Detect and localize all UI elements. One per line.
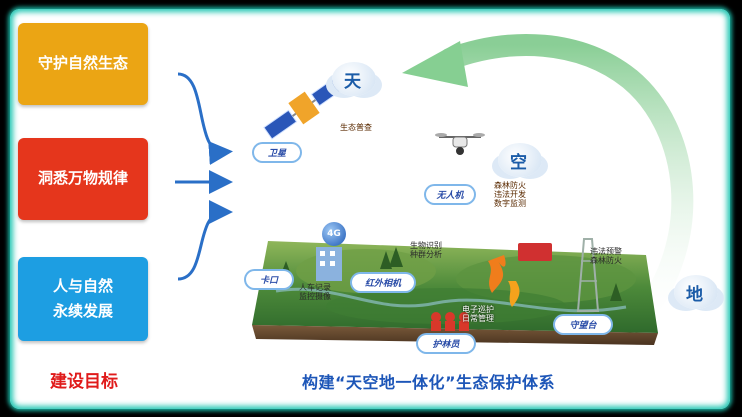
badge-checkpoint: 卡口 (246, 271, 292, 288)
badge-ranger: 护林员 (418, 335, 474, 352)
badge-satellite: 卫星 (254, 144, 300, 161)
badge-satellite-label: 卫星 (267, 149, 286, 159)
note-people-record: 人车记录 监控摄像 (299, 283, 331, 302)
cloud-air: 空 (498, 143, 542, 177)
cycle-arrow (402, 34, 694, 330)
badge-watchtower-label: 守望台 (569, 321, 597, 331)
network-globe-icon: 4G (322, 222, 346, 246)
note-drone-tasks: 森林防火 违法开发 数字监测 (494, 181, 526, 209)
layer-label-air: 空 (510, 153, 527, 173)
left-caption: 建设目标 (50, 372, 118, 392)
diagram-frame: 守护自然生态 洞悉万物规律 人与自然 永续发展 (10, 9, 730, 409)
badge-infrared-camera: 红外相机 (352, 274, 414, 291)
badge-watchtower: 守望台 (555, 316, 611, 333)
note-bio-recognition: 生物识别 种群分析 (410, 241, 442, 260)
layer-label-ground: 地 (686, 285, 703, 305)
cloud-sky: 天 (332, 62, 376, 96)
badge-checkpoint-label: 卡口 (259, 276, 278, 286)
badge-ranger-label: 护林员 (432, 340, 460, 350)
goal-arrows (175, 72, 233, 281)
badge-drone: 无人机 (426, 186, 474, 203)
arrow-bottom (177, 200, 233, 281)
cloud-ground: 地 (674, 275, 718, 309)
bottom-caption: 构建“天空地一体化”生态保护体系 (302, 373, 556, 392)
badge-drone-label: 无人机 (436, 191, 464, 201)
goal-2-label: 洞悉万物规律 (37, 169, 128, 188)
goal-box-protect-ecology: 守护自然生态 (18, 23, 148, 105)
network-label: 4G (327, 229, 341, 239)
goal-box-understand-laws: 洞悉万物规律 (18, 138, 148, 220)
arrow-top (177, 72, 233, 165)
note-ecology-survey: 生态普查 (340, 123, 372, 132)
badge-infrared-label: 红外相机 (364, 279, 401, 289)
drone-icon (435, 133, 485, 155)
layer-label-sky: 天 (344, 72, 361, 92)
goal-3-line2: 永续发展 (52, 302, 113, 320)
goal-3-line1: 人与自然 (52, 276, 113, 295)
note-patrol: 电子巡护 日常管理 (462, 305, 494, 324)
goal-1-label: 守护自然生态 (37, 54, 128, 73)
goal-box-sustainable-development: 人与自然 永续发展 (18, 257, 148, 341)
note-fire-alarm: 违法预警 森林防火 (590, 247, 622, 266)
